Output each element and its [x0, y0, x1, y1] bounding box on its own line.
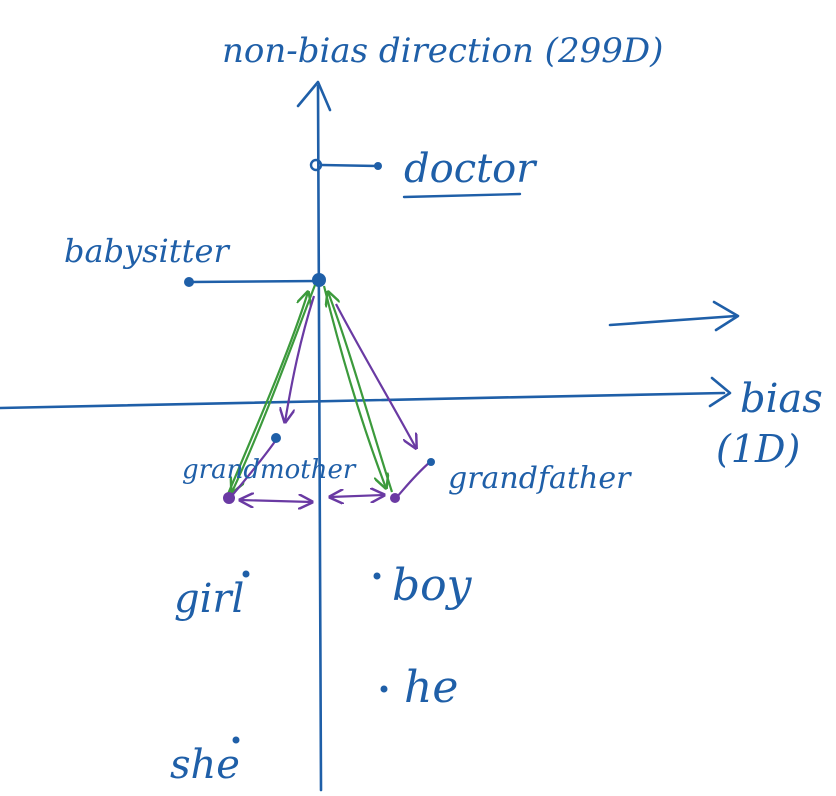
- doctor-underline: [402, 192, 522, 199]
- bias-axis: [0, 391, 726, 410]
- purple-distance-right: [330, 495, 384, 497]
- direction-arrowhead: [712, 300, 740, 332]
- direction-arrow: [608, 314, 738, 327]
- bias-axis-arrowhead: [708, 376, 732, 408]
- non-bias-axis-arrowhead: [296, 80, 332, 112]
- girl-dot: [242, 570, 250, 578]
- purple-arrow-grandmother: [285, 295, 316, 422]
- babysitter-projection-line: [188, 279, 320, 284]
- babysitter-label: babysitter: [64, 232, 230, 270]
- purple-link-grandfather: [395, 461, 431, 499]
- girl-label: girl: [174, 576, 244, 622]
- green-line-grandfather-out: [322, 285, 386, 488]
- he-dot: [380, 685, 388, 693]
- x-axis-label: bias: [740, 376, 823, 422]
- grandmother-equalized-dot: [223, 492, 235, 504]
- doctor-projection-dot: [309, 158, 323, 172]
- he-label: he: [404, 662, 458, 713]
- doctor-projection-line: [320, 163, 379, 168]
- purple-link-grandmother: [229, 439, 277, 499]
- non-bias-axis: [316, 84, 323, 792]
- doctor-dot: [374, 162, 382, 170]
- boy-label: boy: [392, 560, 473, 611]
- she-label: she: [170, 742, 240, 788]
- green-line-grandmother-out: [232, 284, 317, 492]
- green-line-grandfather-in: [328, 292, 394, 493]
- grandfather-equalized-dot: [390, 493, 400, 503]
- purple-distance-left: [240, 500, 312, 502]
- grandmother-original-dot: [271, 433, 281, 443]
- grandmother-label: grandmother: [182, 455, 357, 485]
- green-line-grandmother-in: [226, 292, 308, 495]
- she-dot: [232, 736, 240, 744]
- purple-arrow-grandfather: [335, 303, 416, 448]
- grandfather-original-dot: [427, 458, 435, 466]
- y-axis-label: non-bias direction (299D): [222, 31, 663, 71]
- x-axis-dimension-label: (1D): [716, 427, 800, 471]
- grandfather-label: grandfather: [448, 461, 632, 496]
- babysitter-dot: [184, 277, 194, 287]
- doctor-label: doctor: [404, 146, 538, 192]
- babysitter-projection-dot: [312, 273, 326, 287]
- boy-dot: [373, 572, 381, 580]
